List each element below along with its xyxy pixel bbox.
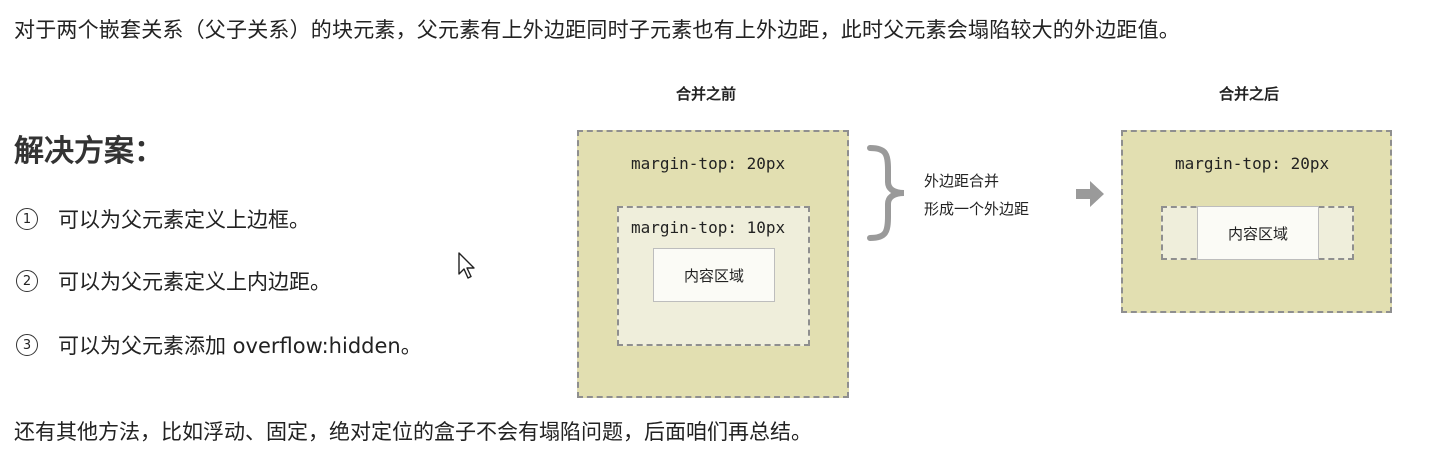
method-item-2: 2 可以为父元素定义上内边距。 <box>14 266 331 296</box>
method-text: 可以为父元素定义上边框。 <box>58 208 310 232</box>
footer-text: 还有其他方法，比如浮动、固定，绝对定位的盒子不会有塌陷问题，后面咱们再总结。 <box>14 420 812 444</box>
merge-note-line1: 外边距合并 <box>924 172 1000 190</box>
merge-note-line2: 形成一个外边距 <box>924 200 1030 218</box>
mouse-cursor-icon <box>458 252 476 284</box>
intro-text: 对于两个嵌套关系（父子关系）的块元素，父元素有上外边距同时子元素也有上外边距，此… <box>14 18 1180 42</box>
method-number: 2 <box>16 270 38 292</box>
method-text: 可以为父元素添加 overflow:hidden。 <box>58 334 422 358</box>
before-title: 合并之前 <box>676 85 737 103</box>
method-number: 1 <box>16 208 38 230</box>
method-item-3: 3 可以为父元素添加 overflow:hidden。 <box>14 330 422 360</box>
before-parent-margin-label: margin-top: 20px <box>631 154 786 173</box>
before-child-margin-label: margin-top: 10px <box>631 218 786 237</box>
solution-heading: 解决方案： <box>14 134 164 169</box>
method-number: 3 <box>16 334 38 356</box>
method-text: 可以为父元素定义上内边距。 <box>58 270 331 294</box>
brace-icon <box>862 144 922 246</box>
arrow-right-icon <box>1076 181 1104 211</box>
after-parent-margin-label: margin-top: 20px <box>1175 154 1330 173</box>
before-content-area: 内容区域 <box>653 248 775 302</box>
after-content-area: 内容区域 <box>1197 206 1319 260</box>
method-item-1: 1 可以为父元素定义上边框。 <box>14 204 310 234</box>
after-title: 合并之后 <box>1219 85 1280 103</box>
